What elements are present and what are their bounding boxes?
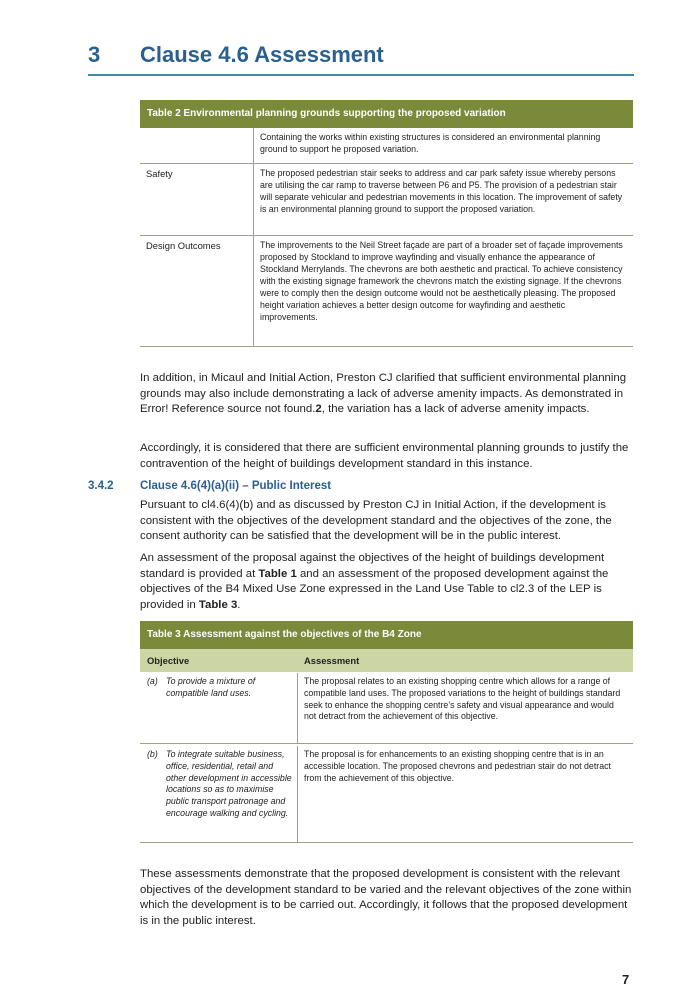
table3-divider [297, 673, 298, 743]
objective-tag: (a) [147, 676, 158, 686]
column-assessment: Assessment [304, 655, 360, 666]
table2-row: Containing the works within existing str… [140, 128, 633, 164]
table2-row-text: The improvements to the Neil Street faça… [260, 240, 623, 322]
paragraph-text: In addition, in Micaul and Initial Actio… [140, 372, 627, 416]
section-title: Clause 4.6 Assessment [140, 42, 384, 67]
table-reference: Table 3 [198, 598, 238, 611]
paragraph-text: An assessment of the proposal against th… [140, 552, 605, 580]
heading-rule [88, 74, 634, 76]
paragraph-text: and an assessment of the proposed develo… [140, 567, 609, 611]
table2-row: Design Outcomes The improvements to the … [140, 236, 633, 347]
table3-column-header: Objective Assessment [140, 649, 633, 672]
table3-caption: Table 3 Assessment against the objective… [140, 621, 633, 649]
assessment-text: The proposal relates to an existing shop… [304, 676, 621, 722]
table2-divider [253, 236, 254, 346]
section-heading: 3 Clause 4.6 Assessment [88, 42, 634, 68]
table-reference: Table 1 [258, 567, 297, 580]
subsection-title: Clause 4.6(4)(a)(ii) – Public Interest [140, 480, 332, 492]
section-number: 3 [88, 42, 101, 67]
objective-text: To provide a mixture of compatible land … [166, 676, 256, 698]
page-number: 7 [622, 972, 630, 987]
subsection-number: 3.4.2 [88, 480, 114, 492]
table2-row: Safety The proposed pedestrian stair see… [140, 164, 633, 236]
table2-row-text: Containing the works within existing str… [260, 132, 601, 154]
table3-divider [297, 746, 298, 842]
paragraph-text: , the variation has a lack of adverse am… [321, 403, 590, 416]
paragraph-assessment: An assessment of the proposal against th… [140, 551, 634, 613]
paragraph-bold: 2 [315, 403, 322, 416]
table2-row-text: The proposed pedestrian stair seeks to a… [260, 168, 623, 214]
objective-tag: (b) [147, 749, 158, 759]
paragraph-text: . [237, 598, 241, 611]
paragraph-conclusion: These assessments demonstrate that the p… [140, 868, 632, 927]
assessment-text: The proposal is for enhancements to an e… [304, 749, 611, 783]
paragraph-accordingly: Accordingly, it is considered that there… [140, 442, 629, 470]
objective-text: To integrate suitable business, office, … [166, 749, 292, 818]
column-objective: Objective [147, 655, 190, 666]
table2-row-label: Safety [146, 168, 173, 179]
table3-row: (a) To provide a mixture of compatible l… [140, 673, 633, 744]
table2-divider [253, 164, 254, 235]
paragraph-amenity: In addition, in Micaul and Initial Actio… [140, 371, 634, 418]
table2-row-label: Design Outcomes [146, 240, 221, 251]
table3-row: (b) To integrate suitable business, offi… [140, 746, 633, 843]
table2-divider [253, 128, 254, 163]
paragraph-public-interest: Pursuant to cl4.6(4)(b) and as discussed… [140, 499, 612, 543]
table2-caption: Table 2 Environmental planning grounds s… [140, 100, 633, 128]
